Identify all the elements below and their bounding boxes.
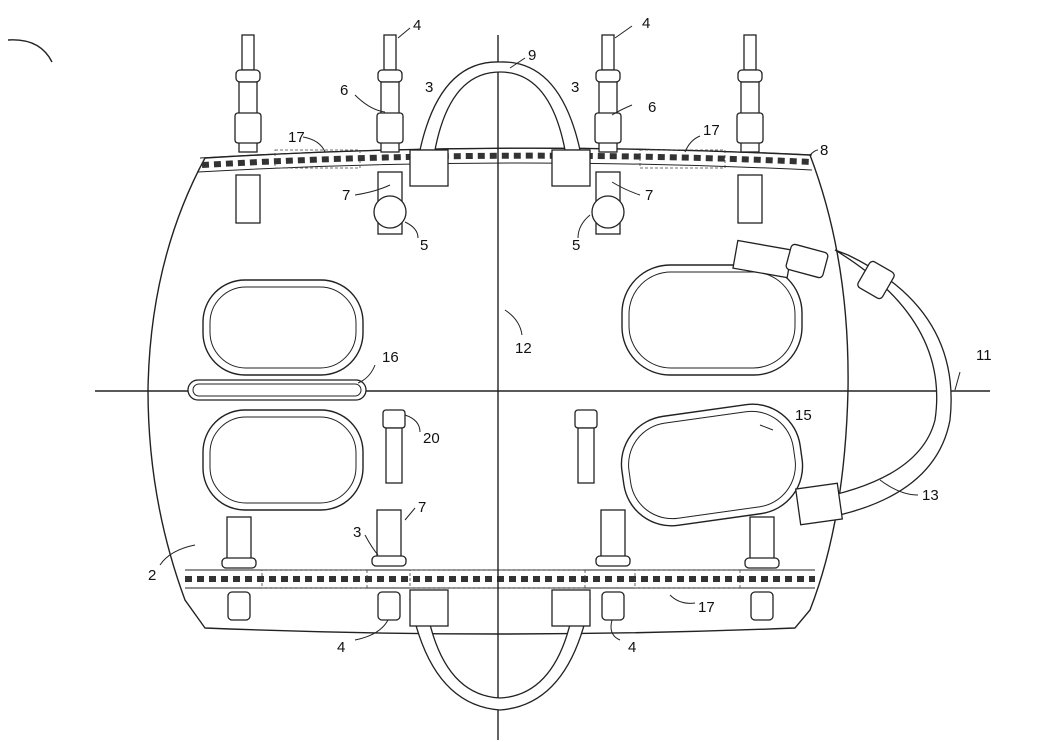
label-8: 8 — [820, 142, 828, 159]
label-6: 6 — [340, 82, 348, 99]
bottom-handle-tab-right — [551, 589, 591, 627]
label-3: 3 — [571, 79, 579, 96]
label-5: 5 — [420, 237, 428, 254]
label-4: 4 — [628, 639, 636, 656]
leg-openings — [187, 264, 804, 527]
label-13: 13 — [922, 487, 939, 504]
label-2: 2 — [148, 567, 156, 584]
label-4: 4 — [413, 17, 421, 34]
top-handle-tab-left — [409, 149, 449, 187]
center-fasteners — [382, 409, 598, 484]
label-15: 15 — [795, 407, 812, 424]
label-6: 6 — [648, 99, 656, 116]
label-7: 7 — [418, 499, 426, 516]
reference-labels: 4 4 9 6 3 3 6 17 17 8 7 7 5 5 12 11 16 1… — [148, 15, 992, 656]
label-4: 4 — [337, 639, 345, 656]
label-4: 4 — [642, 15, 650, 32]
label-20: 20 — [423, 430, 440, 447]
label-3: 3 — [353, 524, 361, 541]
label-17: 17 — [698, 599, 715, 616]
label-11: 11 — [976, 347, 992, 364]
label-12: 12 — [515, 340, 532, 357]
bottom-handle-tab-left — [409, 589, 449, 627]
label-16: 16 — [382, 349, 399, 366]
label-17: 17 — [288, 129, 305, 146]
label-9: 9 — [528, 47, 536, 64]
top-handle — [419, 61, 581, 151]
top-straps — [234, 34, 764, 235]
label-7: 7 — [645, 187, 653, 204]
label-5: 5 — [572, 237, 580, 254]
top-band — [197, 147, 813, 173]
leader-lines — [159, 25, 961, 641]
bottom-straps — [221, 509, 780, 621]
side-strap — [732, 239, 952, 526]
bottom-band — [185, 569, 815, 589]
label-17: 17 — [703, 122, 720, 139]
label-7: 7 — [342, 187, 350, 204]
top-handle-tab-right — [551, 149, 591, 187]
figure-arc-mark — [7, 39, 53, 63]
label-3: 3 — [425, 79, 433, 96]
